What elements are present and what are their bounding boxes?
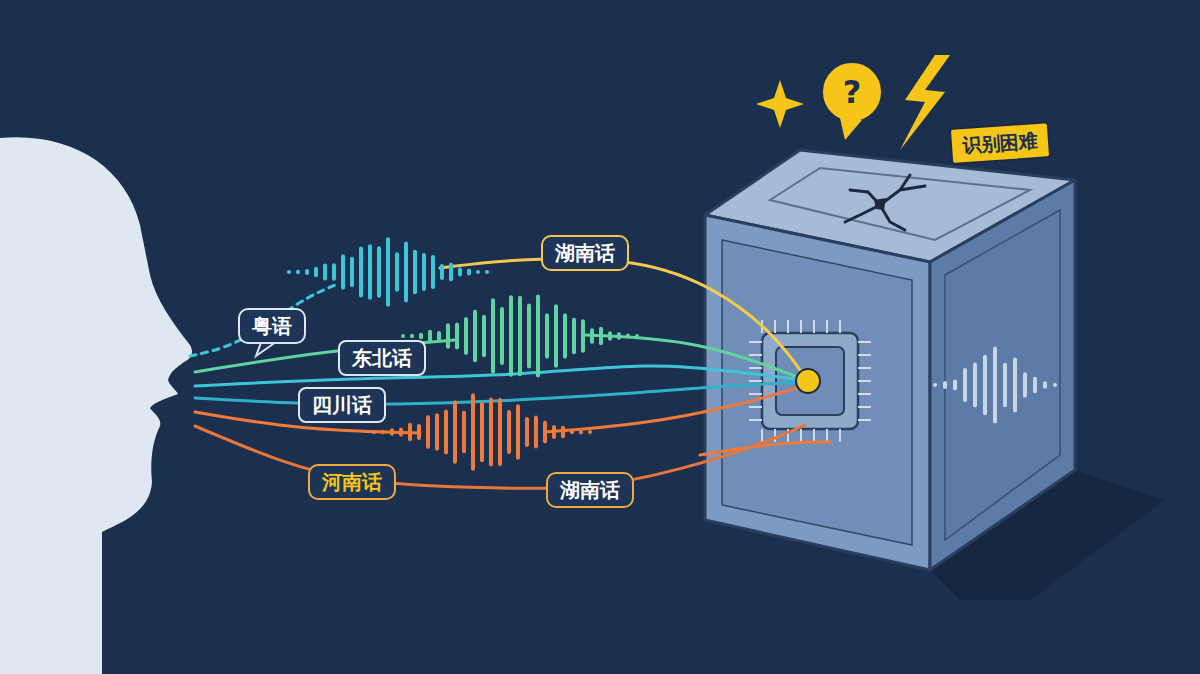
green-waveform: [401, 295, 639, 378]
voice-wires: [190, 259, 830, 489]
difficulty-tag: 识别困难: [949, 121, 1051, 165]
dialect-tag: 河南话: [308, 464, 396, 500]
node-text: 东北话: [352, 346, 412, 370]
dialect-tag: 湖南话: [541, 235, 629, 271]
chip-core: [796, 369, 820, 393]
node-text: 四川话: [312, 393, 372, 417]
voice-wire: [440, 259, 806, 378]
cyan-waveform: [287, 237, 489, 306]
voice-wire: [700, 442, 830, 455]
dialect-tag: 四川话: [298, 387, 386, 423]
dialect-tag: 粤语: [238, 308, 306, 344]
head-silhouette: [0, 137, 192, 674]
chip-symbol: [749, 320, 871, 442]
voice-wire: [585, 335, 800, 378]
voice-wire: [545, 386, 804, 432]
sparkle-star: [756, 80, 804, 128]
dialect-tag: 湖南话: [546, 472, 634, 508]
question-bubble: ?: [823, 63, 881, 121]
voice-wire: [190, 285, 335, 356]
node-text: ?: [843, 73, 862, 111]
dialect-tag: 东北话: [338, 340, 426, 376]
node-text: 河南话: [322, 470, 382, 494]
node-text: 识别困难: [961, 129, 1038, 157]
lightning-bolt: [900, 55, 950, 150]
orange-waveform: [372, 393, 592, 470]
node-text: 粤语: [252, 314, 292, 338]
node-text: 湖南话: [555, 241, 615, 265]
voice-wire: [195, 366, 804, 386]
side-waveform: [933, 346, 1057, 423]
bubble-tail: [840, 118, 862, 140]
node-text: 湖南话: [560, 478, 620, 502]
